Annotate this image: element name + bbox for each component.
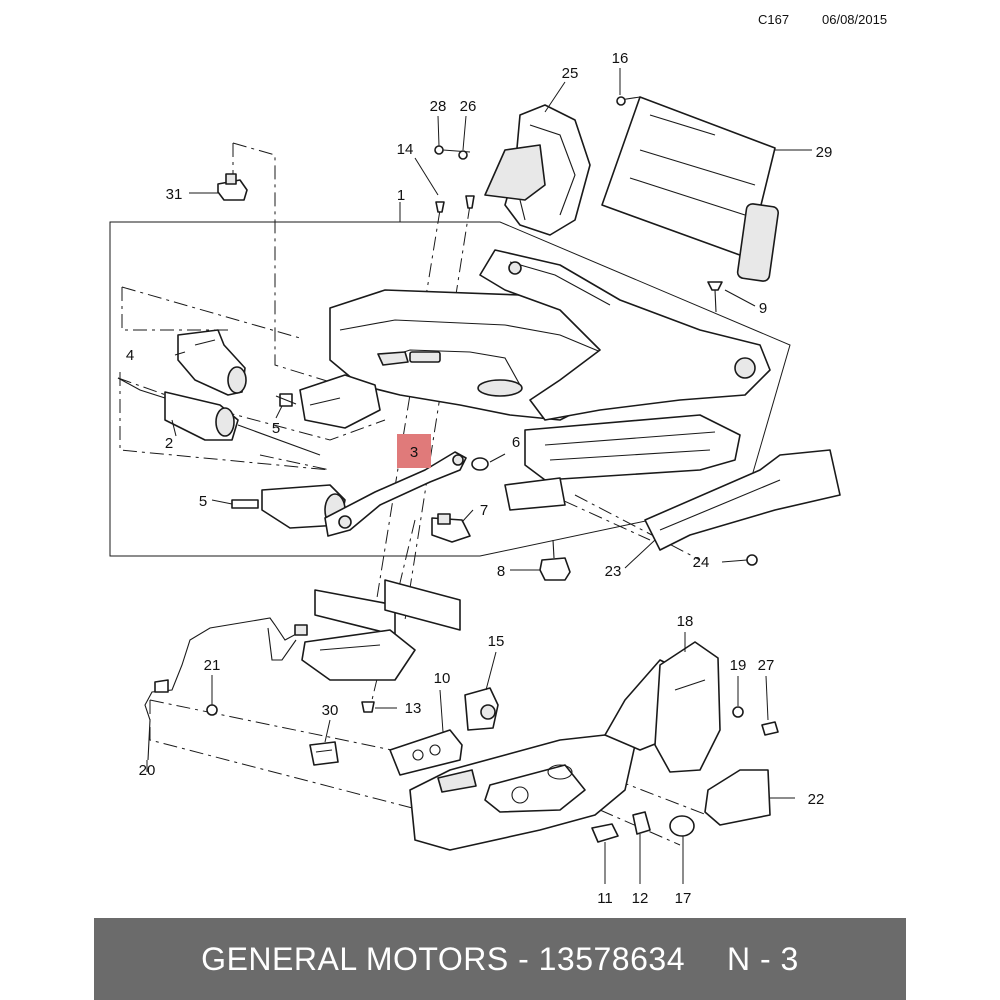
callout-2: 2 xyxy=(165,435,173,452)
part-25-side-trim xyxy=(484,104,591,236)
callout-6: 6 xyxy=(512,434,520,451)
diagram-code: C167 xyxy=(758,12,789,27)
callout-27: 27 xyxy=(758,657,775,674)
banner-quantity-text: N - 3 xyxy=(726,940,799,977)
part-21-nut xyxy=(206,704,218,716)
part-23-rail-cover xyxy=(644,449,841,551)
callout-22: 22 xyxy=(808,791,825,808)
callout-28: 28 xyxy=(430,98,447,115)
callout-numbers: 1 2 4 5 5 6 7 8 9 10 11 12 13 14 15 16 1… xyxy=(126,50,833,907)
part-7-clip xyxy=(431,513,471,543)
callout-29: 29 xyxy=(816,144,833,161)
callout-15: 15 xyxy=(488,633,505,650)
part-31-clip xyxy=(217,173,248,201)
part-6-washer xyxy=(471,457,489,471)
callout-13: 13 xyxy=(405,700,422,717)
part-27-cap xyxy=(761,721,779,736)
diagram-date: 06/08/2015 xyxy=(822,12,887,27)
part-number-banner: GENERAL MOTORS - 13578634 N - 3 xyxy=(94,918,906,1000)
callout-12: 12 xyxy=(632,890,649,907)
part-29-cushion-panel xyxy=(601,96,780,282)
callout-16: 16 xyxy=(612,50,629,67)
part-5-bolt-upper xyxy=(275,393,297,407)
part-15-knob xyxy=(464,687,499,731)
highlight-box xyxy=(397,434,431,468)
callout-19: 19 xyxy=(730,657,747,674)
callout-30: 30 xyxy=(322,702,339,719)
part-13-mount xyxy=(301,629,416,713)
part-10-switch-panel xyxy=(389,729,463,776)
callout-25: 25 xyxy=(562,65,579,82)
part-8-bracket xyxy=(539,539,571,581)
callout-5-upper: 5 xyxy=(272,420,280,437)
part-2-motor xyxy=(117,377,321,456)
part-9-bolt xyxy=(707,281,723,313)
highlight-label: 3 xyxy=(410,444,418,461)
callout-20: 20 xyxy=(139,762,156,779)
callout-31: 31 xyxy=(166,186,183,203)
part-24-screw xyxy=(746,554,758,566)
callout-8: 8 xyxy=(497,563,505,580)
callout-5-lower: 5 xyxy=(199,493,207,510)
callout-7: 7 xyxy=(480,502,488,519)
callout-26: 26 xyxy=(460,98,477,115)
lower-side-trim xyxy=(409,659,701,851)
part-17-knob xyxy=(669,815,695,837)
part-4-motor xyxy=(177,329,247,396)
fasteners-top xyxy=(434,145,475,213)
callout-9: 9 xyxy=(759,300,767,317)
callout-17: 17 xyxy=(675,890,692,907)
lower-bracket-plates xyxy=(314,579,461,636)
callout-4: 4 xyxy=(126,347,134,364)
part-22-trim-end xyxy=(704,769,771,826)
seat-track-mechanism xyxy=(479,249,771,511)
part-19-clip xyxy=(732,706,744,718)
part-12-handle xyxy=(632,811,651,835)
part-20-harness xyxy=(144,617,308,761)
banner-brand-text: GENERAL MOTORS - 13578634 xyxy=(201,940,685,977)
callout-1: 1 xyxy=(397,187,405,204)
part-18-recliner-cover xyxy=(654,641,721,773)
part-30-switch xyxy=(309,741,339,766)
callout-18: 18 xyxy=(677,613,694,630)
callout-21: 21 xyxy=(204,657,221,674)
part-16-pin xyxy=(616,96,626,106)
callout-10: 10 xyxy=(434,670,451,687)
callout-24: 24 xyxy=(693,554,710,571)
motor-bracket xyxy=(299,374,381,429)
callout-14: 14 xyxy=(397,141,414,158)
part-3-link-rod xyxy=(324,451,467,537)
callout-23: 23 xyxy=(605,563,622,580)
part-11-lever xyxy=(591,823,619,843)
callout-11: 11 xyxy=(597,890,613,907)
leaders xyxy=(146,68,812,884)
